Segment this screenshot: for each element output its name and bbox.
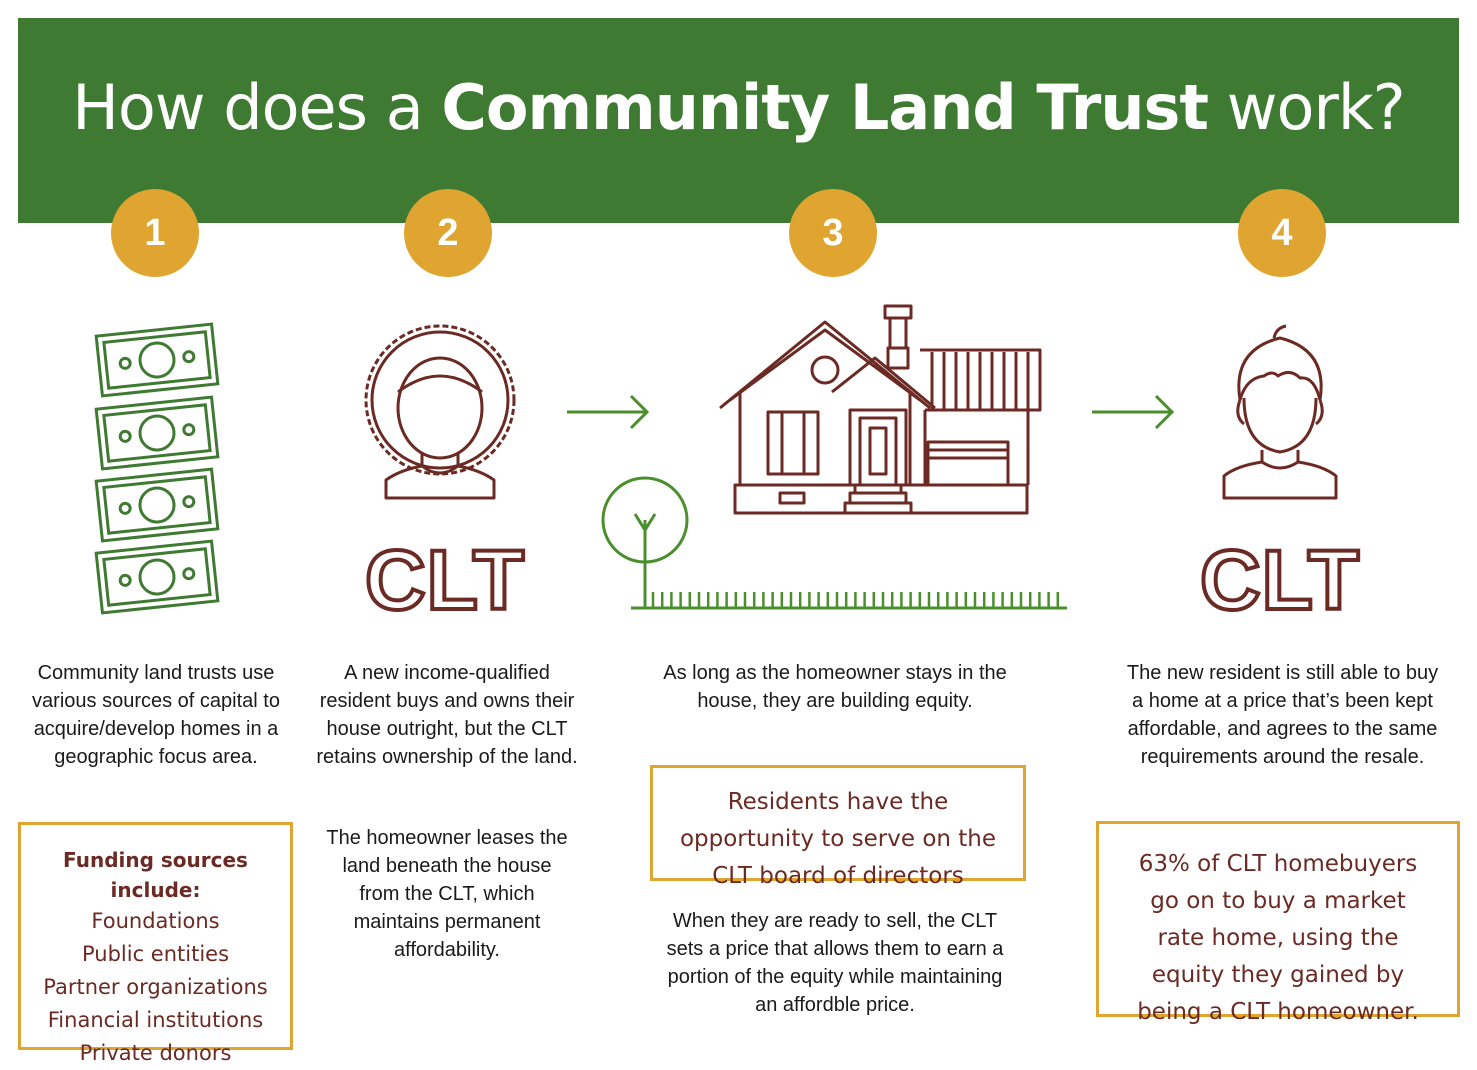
step-3-description: As long as the homeowner stays in the ho… (663, 662, 1007, 712)
funding-source-item: Public entities (81, 942, 230, 966)
page-title: How does a Community Land Trust work? (0, 70, 1477, 146)
board-opportunity-box: Residents have the opportunity to serve … (650, 765, 1026, 889)
homebuyer-stat-box: 63% of CLT homebuyers go on to buy a mar… (1096, 821, 1460, 1025)
arrow-right-icon (1092, 394, 1175, 430)
step-1-badge: 1 (111, 189, 199, 277)
title-post: work? (1208, 71, 1406, 144)
title-banner (18, 18, 1459, 223)
homebuyer-stat-text: 63% of CLT homebuyers go on to buy a mar… (1137, 851, 1419, 1025)
funding-sources-box: Funding sources include: Foundations Pub… (18, 822, 293, 1065)
funding-source-item: Foundations (91, 909, 220, 933)
woman-icon (364, 324, 516, 500)
tree-icon (601, 476, 1067, 610)
house-icon (719, 304, 1042, 515)
funding-source-item: Partner organizations (43, 975, 268, 999)
step-3-description-2: When they are ready to sell, the CLT set… (666, 910, 1004, 1016)
step-4-badge: 4 (1238, 189, 1326, 277)
funding-source-item: Financial institutions (47, 1008, 264, 1032)
step-2-description-2: The homeowner leases the land beneath th… (326, 827, 568, 961)
funding-sources-heading: Funding sources include: (63, 848, 248, 902)
step-4-description: The new resident is still able to buy a … (1126, 662, 1439, 768)
arrow-right-icon (567, 394, 650, 430)
clt-label-step4: CLT (1198, 533, 1361, 627)
man-icon (1222, 324, 1338, 500)
title-bold: Community Land Trust (441, 71, 1209, 144)
step-2-description: A new income-qualified resident buys and… (316, 662, 578, 768)
board-opportunity-text: Residents have the opportunity to serve … (679, 789, 997, 889)
step-2-badge: 2 (404, 189, 492, 277)
title-pre: How does a (72, 71, 442, 144)
money-icon (94, 322, 220, 615)
step-1-description: Community land trusts use various source… (32, 662, 280, 768)
step-3-badge: 3 (789, 189, 877, 277)
funding-source-item: Private donors (79, 1041, 232, 1065)
clt-label-step2: CLT (363, 533, 526, 627)
